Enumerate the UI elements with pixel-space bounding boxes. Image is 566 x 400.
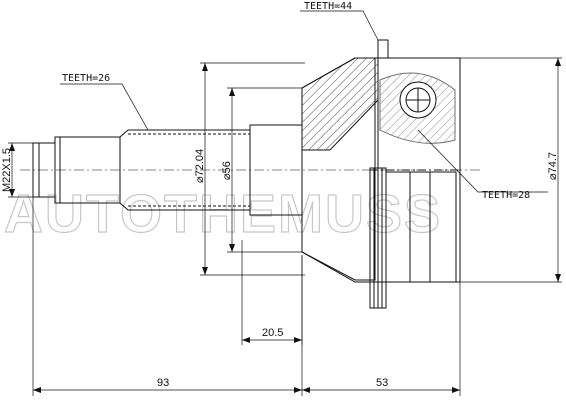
watermark: AUTOTHEMUSS [4,184,442,244]
teeth-28-label: TEETH=28 [482,190,530,201]
shoulder-length-dimension: 20.5 [262,327,283,339]
teeth-44-label: TEETH=44 [304,1,352,12]
neck-diameter-dimension: ⌀56 [221,161,233,180]
thread-dimension: M22X1.5 [1,148,13,192]
shaft-length-dimension: 93 [157,377,169,389]
housing-diameter-dimension: ⌀74.7 [547,152,559,180]
teeth-26-label: TEETH=26 [62,73,110,84]
housing-length-dimension: 53 [376,377,388,389]
shaft-diameter-dimension: ⌀72.04 [194,149,206,183]
abs-ring [369,167,457,309]
arrowheads [9,58,561,393]
inner-race [379,72,456,144]
outer-housing [301,39,461,283]
dimension-lines [8,57,562,396]
leader-lines [60,10,548,193]
